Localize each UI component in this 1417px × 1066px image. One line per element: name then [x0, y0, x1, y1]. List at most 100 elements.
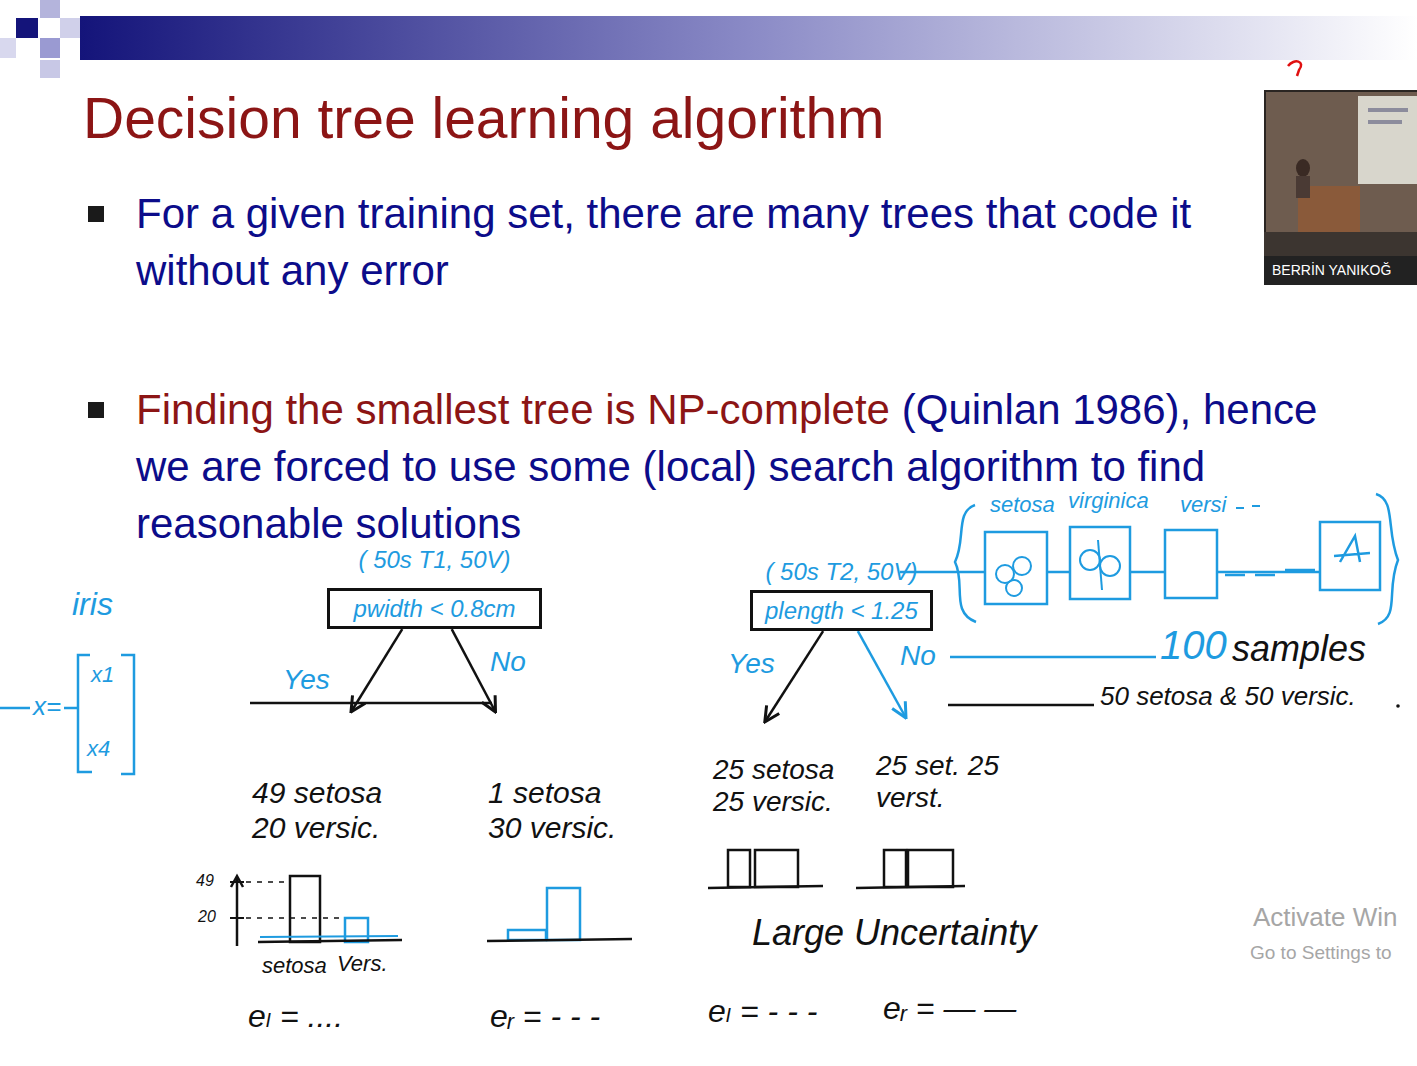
ink-line	[948, 704, 1094, 707]
branch-label: Yes	[283, 664, 330, 696]
flower-petal	[1080, 550, 1100, 570]
histogram-base	[487, 939, 632, 941]
histogram-base	[260, 936, 398, 937]
bar-label: setosa	[262, 953, 327, 978]
tree-branch-arrow	[351, 629, 402, 712]
histogram-bar	[508, 930, 546, 940]
histogram-bar	[547, 888, 580, 940]
sample-doodle	[1334, 536, 1370, 562]
title-band	[80, 16, 1417, 60]
sample-box	[1070, 527, 1130, 599]
axis-value: 20	[198, 908, 216, 926]
class-name: virginica	[1068, 488, 1149, 513]
guide-dash	[246, 881, 288, 883]
histogram-bar	[290, 876, 320, 942]
error-formula: eᵣ = - - -	[490, 998, 600, 1035]
histogram-bar	[908, 850, 953, 887]
annotation-note: 50 setosa & 50 versic.	[1100, 682, 1356, 712]
class-name: versi	[1180, 492, 1226, 517]
histogram-bar	[345, 918, 368, 942]
error-formula: eₗ = ....	[248, 998, 343, 1035]
error-formula: eₗ = - - -	[708, 993, 817, 1030]
bullet-square	[88, 402, 104, 418]
corner-square	[40, 60, 60, 78]
leaf-counts: 25 set. 25 verst.	[876, 718, 1001, 814]
watermark: Go to Settings to	[1250, 942, 1392, 964]
annotation-note: samples	[1232, 628, 1366, 669]
histogram-base	[856, 886, 965, 888]
variable-name: iris	[72, 586, 113, 623]
speaker-name: BERRİN YANIKOĞ	[1272, 262, 1391, 278]
sample-box	[1165, 530, 1217, 598]
ink-scribble	[1288, 61, 1301, 76]
class-name: setosa	[990, 492, 1055, 517]
histogram-bar	[884, 850, 906, 887]
leaf-area: 25 setosa 25 versic.	[713, 722, 853, 818]
flower-petal	[1006, 580, 1022, 596]
video-frame	[1264, 90, 1417, 285]
split-node: ( 50s T1, 50V) pwidth < 0.8cm	[327, 546, 542, 629]
slide-title: Decision tree learning algorithm	[83, 86, 885, 152]
vector-entry: x1	[91, 662, 114, 687]
class-counts: 49 setosa 20 versic.	[252, 776, 417, 845]
vector-symbol: x=	[30, 692, 64, 722]
histogram-bar	[755, 850, 798, 887]
guide-dash	[246, 917, 343, 919]
video-name-bar	[1264, 256, 1417, 285]
bullet-text: For a given training set, there are many…	[136, 190, 1191, 294]
flower-petal	[1013, 557, 1031, 575]
leaf-counts: 1 setosa 30 versic.	[488, 712, 638, 845]
axis-arrowhead	[231, 876, 243, 887]
watermark: Activate Win	[1253, 903, 1398, 933]
split-condition: pwidth < 0.8cm	[342, 595, 527, 623]
histogram-base	[258, 940, 402, 942]
class-counts: 25 setosa 25 versic.	[713, 754, 853, 818]
annotation-note: Large Uncertainty	[752, 912, 1036, 953]
error-formula: eᵣ = — —	[883, 990, 1016, 1027]
histogram-axis	[236, 878, 239, 946]
video-wall	[1266, 92, 1417, 252]
ink-line	[950, 656, 1156, 659]
corner-square	[0, 38, 16, 58]
video-screen-line	[1368, 108, 1408, 112]
axis-tick	[230, 917, 244, 919]
split-condition: plength < 1.25	[765, 597, 918, 625]
video-audience	[1264, 232, 1417, 256]
leaf-area: 25 set. 25 verst.	[876, 718, 1001, 814]
ink-dot	[1396, 704, 1400, 708]
branch-label: Yes	[728, 648, 775, 680]
bullet-paragraph: Finding the smallest tree is NP-complete…	[136, 381, 1351, 552]
bullet-paragraph: For a given training set, there are many…	[136, 185, 1251, 299]
tree-branch-arrow	[858, 631, 906, 718]
leaf-area: 49 setosa 20 versic.	[252, 712, 417, 845]
corner-square	[40, 38, 60, 58]
sample-box	[985, 532, 1047, 604]
axis-value: 49	[196, 872, 214, 890]
tree-branch-arrow	[452, 629, 496, 712]
ink-line	[250, 702, 492, 705]
leaf-counts: 49 setosa 20 versic.	[252, 712, 417, 845]
video-screen	[1358, 96, 1417, 184]
axis-tick	[230, 881, 244, 883]
split-box: plength < 1.25	[750, 590, 933, 632]
vector-entry: x4	[87, 736, 110, 761]
branch-label: No	[490, 646, 526, 678]
class-counts: 1 setosa 30 versic.	[488, 776, 638, 845]
video-person	[1296, 159, 1310, 177]
node-heading: ( 50s T2, 50V)	[750, 558, 933, 586]
video-person	[1296, 176, 1310, 198]
ellipsis-dash	[1236, 506, 1260, 508]
histogram-base	[708, 886, 823, 888]
vector-bracket	[121, 655, 134, 774]
bullet-text: Finding the smallest tree is NP-complete	[136, 386, 890, 433]
flower-stem	[1098, 540, 1102, 590]
leaf-area: 1 setosa 30 versic.	[488, 712, 638, 845]
corner-square	[60, 18, 80, 38]
sample-count: 100	[1160, 622, 1227, 668]
ellipsis-dash	[1225, 570, 1315, 575]
class-counts: 25 set. 25 verst.	[876, 750, 1001, 814]
node-heading: ( 50s T1, 50V)	[327, 546, 542, 574]
bullet-square	[88, 206, 104, 222]
branch-label: No	[900, 640, 936, 672]
